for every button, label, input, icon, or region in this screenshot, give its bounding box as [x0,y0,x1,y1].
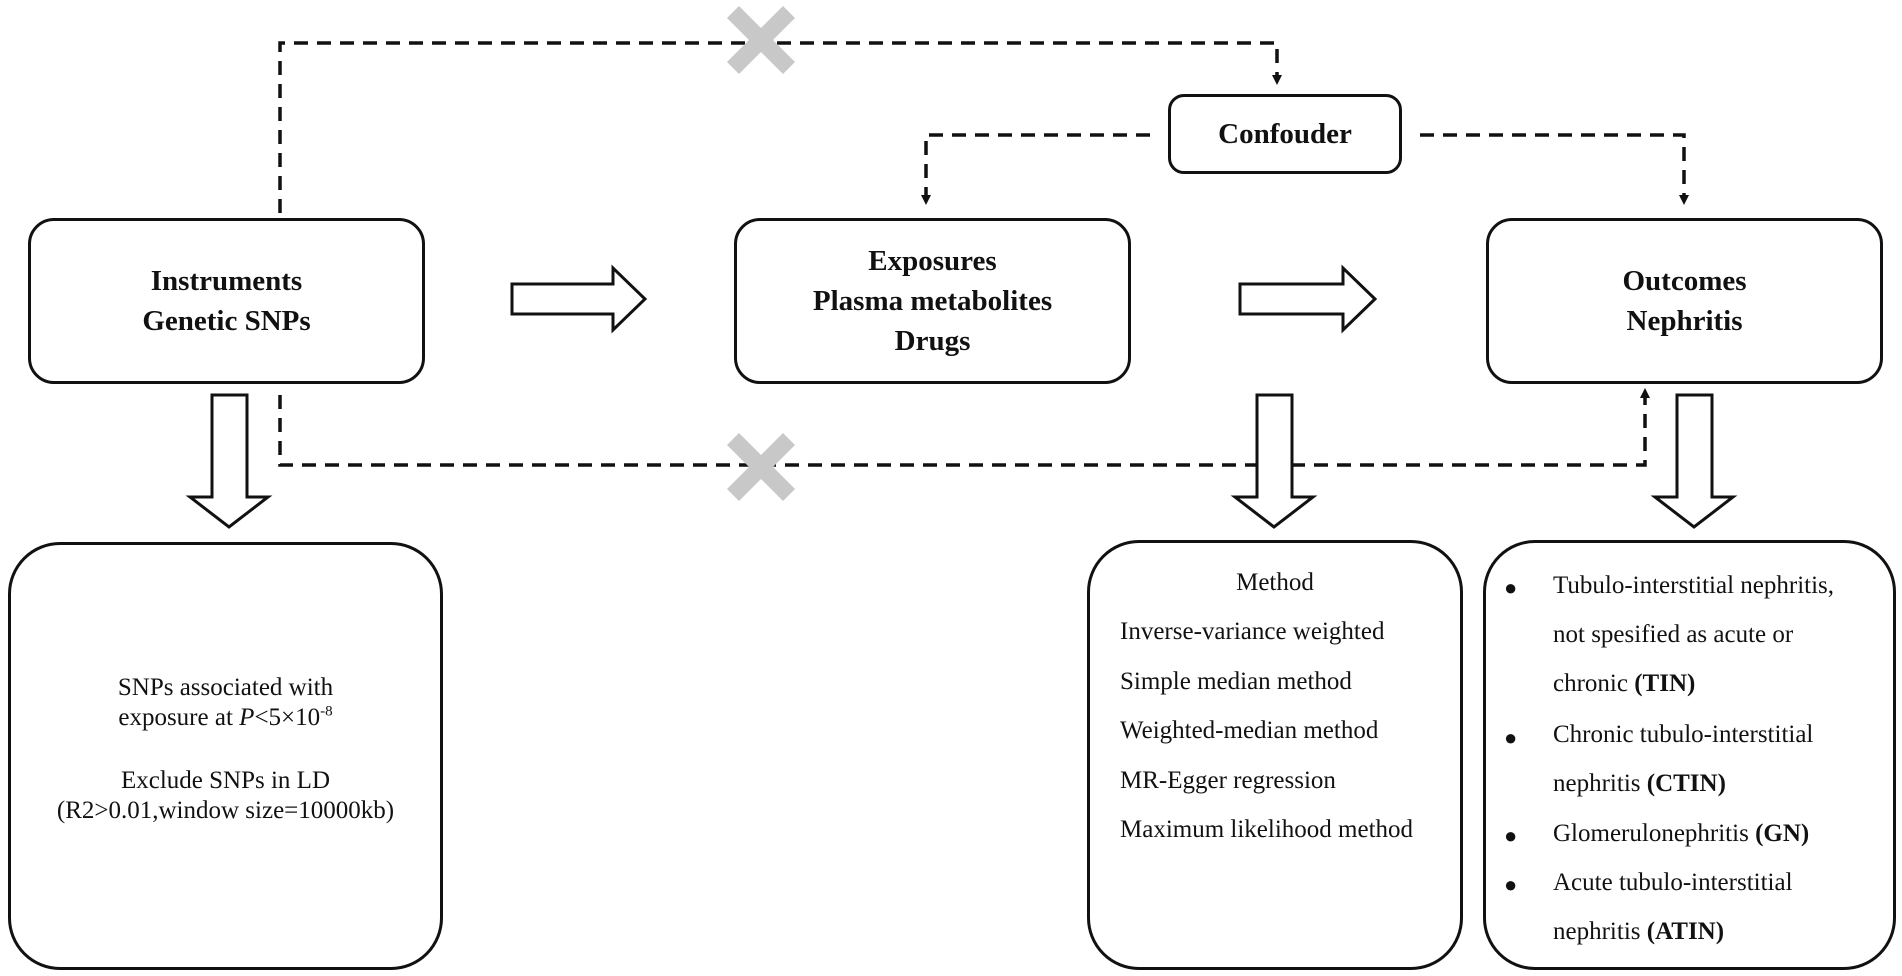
cross-icon-top [726,5,796,75]
exposures-box: Exposures Plasma metabolites Drugs [734,218,1131,384]
method-item: Weighted-median method [1120,717,1379,744]
bullet-icon: ● [1504,725,1518,750]
outcome-list-box: ● Tubulo-interstitial nephritis, not spe… [1483,540,1896,970]
dashed-path-instruments-to-confounder [278,41,1282,213]
bullet-icon: ● [1504,575,1518,600]
methods-box: Method Inverse-variance weighted Simple … [1087,540,1463,970]
method-item: Inverse-variance weighted [1120,618,1385,645]
outcome-ctin-line-1: Chronic tubulo-interstitial [1553,721,1814,748]
outcome-tin-line-3: chronic (TIN) [1553,670,1696,697]
instruments-title: Instruments [150,265,303,297]
dashed-path-instruments-to-outcomes [278,388,1650,467]
confounder-label: Confouder [1218,117,1352,150]
snp-criteria-line-4: (R2>0.01,window size=10000kb) [56,797,395,824]
dashed-path-confounder-to-exposures [921,133,1150,205]
exposures-title: Exposures [868,245,997,277]
method-item: MR-Egger regression [1120,767,1336,794]
cross-icon-bottom [726,432,796,502]
outcome-ctin-line-2: nephritis (CTIN) [1553,770,1726,797]
outcomes-title: Outcomes [1622,265,1747,297]
bullet-icon: ● [1504,823,1518,848]
hollow-arrow-down-icon [1230,393,1318,529]
exposures-drugs: Drugs [894,325,971,357]
outcome-gn-line: Glomerulonephritis (GN) [1553,820,1810,847]
outcome-tin-line-2: not spesified as acute or [1553,621,1794,648]
method-item: Simple median method [1120,668,1352,695]
outcome-atin-abbr: (ATIN) [1646,918,1725,945]
dashed-path-confounder-to-outcomes [1420,133,1689,205]
outcome-tin-line-1: Tubulo-interstitial nephritis, [1553,572,1835,599]
confounder-box: Confouder [1168,94,1402,174]
method-item: Maximum likelihood method [1120,816,1414,843]
snp-criteria-line-2: exposure at P<5×10-8 [118,703,333,731]
outcome-gn-abbr: (GN) [1755,820,1810,847]
outcomes-subtitle: Nephritis [1626,305,1743,337]
exposures-plasma-metabolites: Plasma metabolites [812,285,1053,317]
outcome-tin-abbr: (TIN) [1634,670,1696,697]
bullet-icon: ● [1504,872,1518,897]
hollow-arrow-right-icon [1238,264,1378,334]
outcomes-box: Outcomes Nephritis [1486,218,1883,384]
methods-title: Method [1236,569,1314,596]
instruments-subtitle: Genetic SNPs [142,305,311,337]
instruments-box: Instruments Genetic SNPs [28,218,425,384]
snp-criteria-line-1: SNPs associated with [117,674,334,701]
hollow-arrow-down-icon [185,393,273,529]
outcome-atin-line-1: Acute tubulo-interstitial [1553,869,1793,896]
snp-criteria-line-3: Exclude SNPs in LD [120,767,331,794]
outcome-ctin-abbr: (CTIN) [1646,770,1726,797]
hollow-arrow-right-icon [510,264,648,334]
hollow-arrow-down-icon [1650,393,1738,529]
snp-criteria-text: SNPs associated with exposure at P<5×10-… [11,673,440,826]
snp-criteria-box: SNPs associated with exposure at P<5×10-… [8,542,443,970]
outcome-atin-line-2: nephritis (ATIN) [1553,918,1725,945]
